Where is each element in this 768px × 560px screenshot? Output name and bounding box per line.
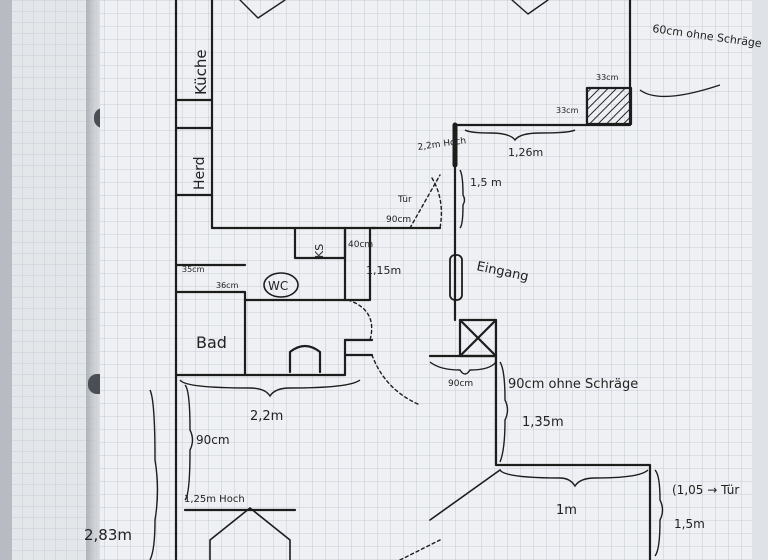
label-bad: Bad — [196, 333, 227, 352]
measure-90b: 90cm — [448, 379, 473, 389]
upper-right-wall — [453, 0, 632, 230]
label-hoch-125: 1,25m Hoch — [184, 494, 245, 505]
measure-1m: 1m — [556, 503, 577, 518]
label-herd: Herd — [192, 156, 208, 190]
measure-135: 1,35m — [522, 415, 564, 430]
measure-115: 1,15m — [366, 264, 401, 277]
floor-plan-lines — [174, 0, 652, 560]
label-schraege-90: 90cm ohne Schräge — [508, 377, 638, 392]
label-wc: WC — [268, 279, 288, 293]
label-kueche: Küche — [192, 49, 210, 95]
measure-35: 35cm — [182, 265, 205, 274]
label-tuer: Tür — [397, 195, 412, 205]
label-tuer-105: (1,05 → Tür — [672, 483, 739, 497]
toilet-shape — [288, 344, 322, 374]
measure-33a: 33cm — [596, 73, 619, 82]
measure-90a: 90cm — [196, 433, 230, 447]
left-page-grid — [12, 0, 96, 560]
measure-22: 2,2m — [250, 409, 283, 424]
sheet-right-edge — [752, 0, 768, 560]
wc-circle — [263, 272, 299, 298]
page-fold-shadow — [86, 0, 100, 560]
measure-90-door: 90cm — [386, 215, 411, 225]
measure-15a: 1,5 m — [470, 176, 502, 189]
chimney-hatched — [585, 86, 633, 126]
entrance-door — [449, 254, 463, 301]
measure-33b: 33cm — [556, 106, 579, 115]
label-ks: KS — [313, 244, 326, 258]
measure-36: 36cm — [216, 281, 239, 290]
measure-15b: 1,5m — [674, 517, 705, 531]
measure-40: 40cm — [348, 240, 373, 250]
measure-283: 2,83m — [84, 526, 132, 544]
measure-126: 1,26m — [508, 146, 543, 159]
dimension-braces — [149, 84, 721, 560]
table-edge — [0, 0, 12, 560]
